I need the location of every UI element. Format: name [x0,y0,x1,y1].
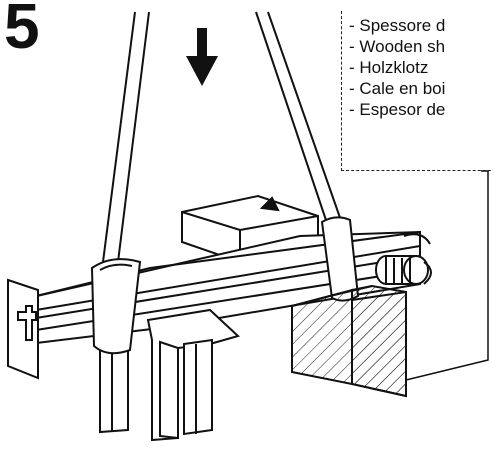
callout-line-french: - Cale en boi [349,79,446,98]
callout-line-german: - Holzklotz [349,58,429,77]
callout-leader-line [405,170,489,381]
adjustment-knob [375,233,432,285]
step-number: 5 [4,0,40,62]
lifting-strap-right [255,11,346,233]
warning-triangle-icon [259,196,280,212]
strap-band-left [90,258,142,355]
callout-list: - Spessore d - Wooden sh - Holzklotz - C… [342,11,493,120]
callout-line-english: - Wooden sh [349,37,446,56]
lifting-strap-left [102,11,150,263]
end-plate [7,278,39,380]
callout-line-spanish: - Espesor de [349,100,446,119]
callout-line-italian: - Spessore d [349,16,446,35]
lower-leg-assembly [99,308,240,442]
down-arrow-icon [186,28,218,86]
callout-box: - Spessore d - Wooden sh - Holzklotz - C… [341,11,493,171]
wooden-shim [291,284,407,398]
